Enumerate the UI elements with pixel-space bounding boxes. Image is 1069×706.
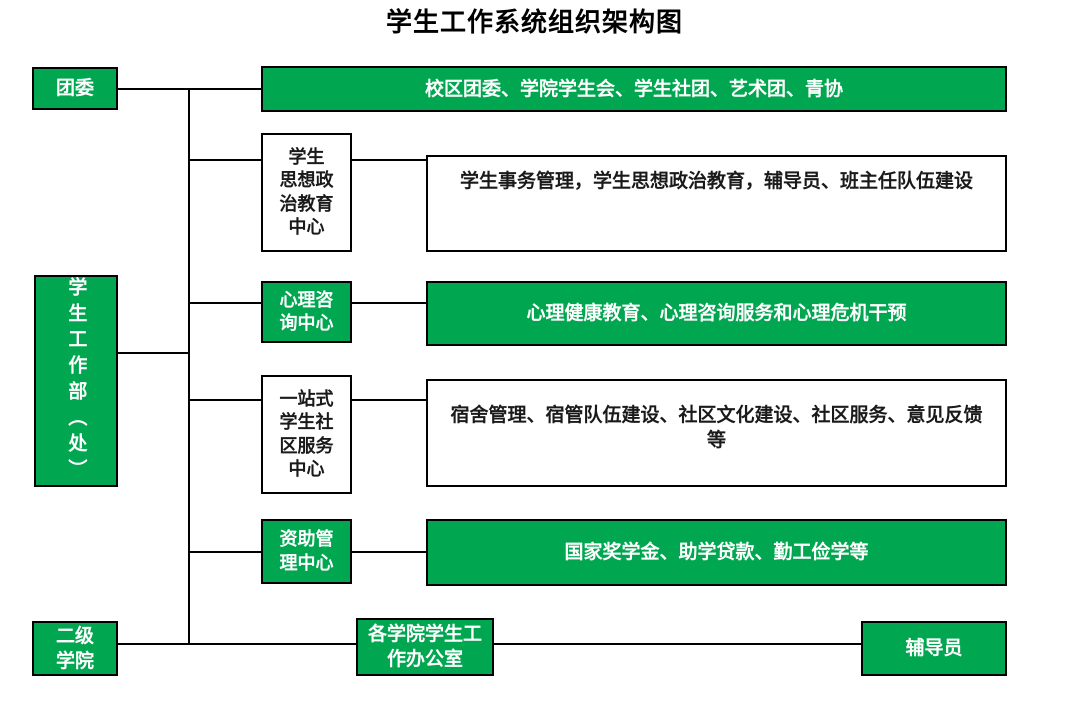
node-tuanwei-label: 团委 [55,77,94,100]
node-sixiang-zhengzhi-detail[interactable]: 学生事务管理，学生思想政治教育，辅导员、班主任队伍建设 [426,155,1007,252]
node-tuanwei-detail[interactable]: 校区团委、学院学生会、学生社团、艺术团、青协 [261,66,1007,112]
connector-trunk-to-shequ-center [188,399,263,401]
node-erji-xueyuan-label: 二级 学院 [55,624,94,672]
node-tuanwei[interactable]: 团委 [32,67,118,110]
connector-trunk-to-xinli-center [188,302,263,304]
node-shequ-fuwu-center-label: 一站式 学生社 区服务 中心 [279,388,334,480]
connector-gongzuobu-to-trunk [118,352,190,354]
connector-tuanwei-to-trunk [118,88,190,90]
node-zizhu-guanli-center-label: 资助管 理中心 [279,529,334,574]
node-erji-xueyuan[interactable]: 二级 学院 [32,621,118,676]
node-sixiang-zhengzhi-center-label: 学生 思想政 治教育 中心 [279,146,334,238]
node-fudaoyuan-label: 辅导员 [905,637,963,660]
connector-trunk-to-zizhu-center [188,551,263,553]
connector-bangongshi-to-fudaoyuan [493,643,863,645]
node-xinli-zixun-detail-label: 心理健康教育、心理咨询服务和心理危机干预 [526,302,907,325]
node-xinli-zixun-center-label: 心理咨 询中心 [279,289,334,334]
node-sixiang-zhengzhi-center[interactable]: 学生 思想政 治教育 中心 [261,133,352,252]
connector-trunk-to-tuanwei-detail [188,88,262,90]
node-shequ-fuwu-center[interactable]: 一站式 学生社 区服务 中心 [261,375,352,494]
node-xuesheng-gongzuobu[interactable]: 学生工作部（处） [34,275,118,487]
node-xueyuan-bangongshi-label: 各学院学生工 作办公室 [367,623,482,670]
node-xueyuan-bangongshi[interactable]: 各学院学生工 作办公室 [356,618,494,676]
connector-erji-to-bangongshi [118,643,358,645]
connector-zizhu-center-to-detail [351,551,428,553]
node-fudaoyuan[interactable]: 辅导员 [861,621,1007,676]
node-zizhu-guanli-detail[interactable]: 国家奖学金、助学贷款、勤工俭学等 [426,519,1007,586]
connector-shequ-center-to-detail [351,399,428,401]
page-title: 学生工作系统组织架构图 [385,8,683,38]
node-xinli-zixun-center[interactable]: 心理咨 询中心 [261,281,352,343]
node-zizhu-guanli-detail-label: 国家奖学金、助学贷款、勤工俭学等 [564,541,869,564]
node-shequ-fuwu-detail-label: 宿舍管理、宿管队伍建设、社区文化建设、社区服务、意见反馈等 [450,404,983,451]
node-tuanwei-detail-label: 校区团委、学院学生会、学生社团、艺术团、青协 [424,77,843,100]
node-shequ-fuwu-detail[interactable]: 宿舍管理、宿管队伍建设、社区文化建设、社区服务、意见反馈等 [426,379,1007,487]
connector-sixiang-center-to-detail [351,159,428,161]
connector-xinli-center-to-detail [351,302,428,304]
node-zizhu-guanli-center[interactable]: 资助管 理中心 [261,519,352,584]
node-xuesheng-gongzuobu-label: 学生工作部（处） [65,277,88,485]
connector-main-trunk [188,89,190,644]
connector-trunk-to-sixiang-center [188,159,263,161]
node-xinli-zixun-detail[interactable]: 心理健康教育、心理咨询服务和心理危机干预 [426,281,1007,346]
node-sixiang-zhengzhi-detail-label: 学生事务管理，学生思想政治教育，辅导员、班主任队伍建设 [459,170,973,192]
